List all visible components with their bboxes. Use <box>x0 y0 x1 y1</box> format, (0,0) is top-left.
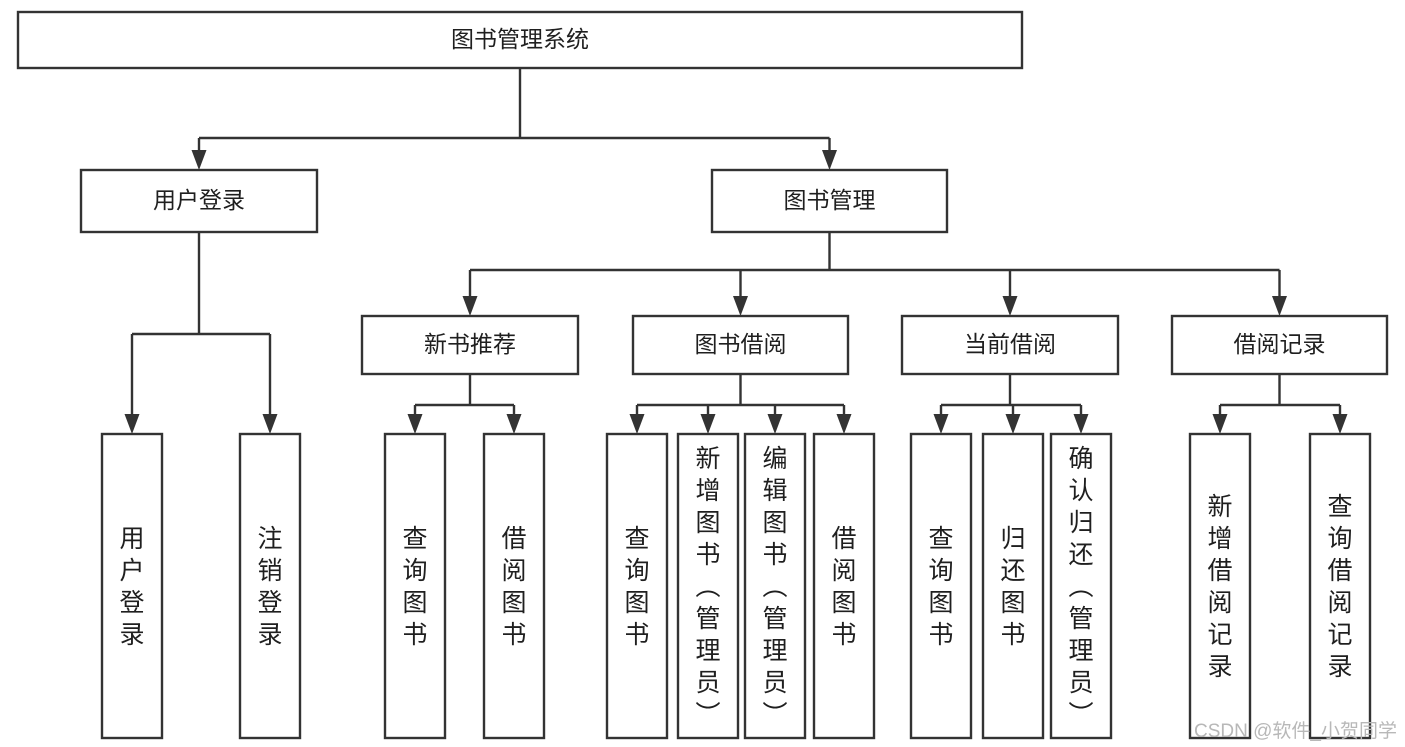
node-label: 借阅记录 <box>1234 331 1326 357</box>
node-label: 查询借阅记录 <box>1327 493 1352 681</box>
node-label: 用户登录 <box>153 187 245 213</box>
node-user-login[interactable]: 用户登录 <box>79 168 319 234</box>
arrow-head-icon <box>1212 414 1228 434</box>
arrow-head-icon <box>700 414 716 434</box>
node-label: 确认归还︵管理员︶ <box>1068 445 1093 729</box>
node-leaf-borrow-book-2[interactable]: 借阅图书 <box>812 432 876 740</box>
node-box <box>1308 432 1372 740</box>
node-leaf-confirm-return[interactable]: 确认归还︵管理员︶ <box>1049 432 1113 740</box>
node-box <box>16 10 1024 70</box>
node-box <box>676 432 740 740</box>
connector-borrow_record <box>1212 374 1348 434</box>
node-leaf-query-book-2[interactable]: 查询图书 <box>605 432 669 740</box>
node-leaf-query-book-1[interactable]: 查询图书 <box>383 432 447 740</box>
node-label: 当前借阅 <box>964 331 1056 357</box>
node-book-borrow[interactable]: 图书借阅 <box>631 314 850 376</box>
node-leaf-borrow-book-1[interactable]: 借阅图书 <box>482 432 546 740</box>
arrow-head-icon <box>407 414 423 434</box>
node-box <box>1188 432 1252 740</box>
arrow-head-icon <box>733 296 748 316</box>
watermark-text: CSDN @软件_小贺同学 <box>1194 721 1397 742</box>
arrow-head-icon <box>836 414 852 434</box>
arrow-head-icon <box>191 150 207 170</box>
node-label: 查询图书 <box>624 525 649 649</box>
arrow-head-icon <box>1332 414 1348 434</box>
arrow-head-icon <box>506 414 522 434</box>
node-leaf-logout[interactable]: 注销登录 <box>238 432 302 740</box>
arrow-head-icon <box>1073 414 1089 434</box>
node-label: 借阅图书 <box>501 525 526 649</box>
node-box <box>743 432 807 740</box>
arrow-head-icon <box>629 414 645 434</box>
arrow-head-icon <box>822 150 837 170</box>
connector-book_borrow <box>629 374 852 434</box>
node-box <box>238 432 302 740</box>
node-box <box>79 168 319 234</box>
node-box <box>100 432 164 740</box>
arrow-head-icon <box>1002 296 1018 316</box>
node-label: 图书借阅 <box>695 331 787 357</box>
node-box <box>1170 314 1389 376</box>
node-label: 图书管理 <box>784 187 876 213</box>
node-layer: 图书管理系统用户登录图书管理新书推荐图书借阅当前借阅借阅记录用户登录注销登录查询… <box>16 10 1389 740</box>
node-leaf-return-book[interactable]: 归还图书 <box>981 432 1045 740</box>
node-box <box>383 432 447 740</box>
node-label: 用户登录 <box>119 525 144 649</box>
node-book-manage[interactable]: 图书管理 <box>710 168 949 234</box>
node-leaf-add-book[interactable]: 新增图书︵管理员︶ <box>676 432 740 740</box>
node-box <box>909 432 973 740</box>
node-leaf-user-login[interactable]: 用户登录 <box>100 432 164 740</box>
node-label: 编辑图书︵管理员︶ <box>762 445 787 729</box>
node-label: 图书管理系统 <box>451 26 589 52</box>
arrow-head-icon <box>262 414 278 434</box>
node-leaf-edit-book[interactable]: 编辑图书︵管理员︶ <box>743 432 807 740</box>
connector-current_borrow <box>933 374 1089 434</box>
connector-new_book_rec <box>407 374 522 434</box>
node-borrow-record[interactable]: 借阅记录 <box>1170 314 1389 376</box>
connector-user_login <box>124 232 278 434</box>
node-label: 注销登录 <box>257 525 282 649</box>
node-label: 归还图书 <box>1000 525 1025 649</box>
connector-book_manage <box>462 232 1287 316</box>
node-leaf-add-record[interactable]: 新增借阅记录 <box>1188 432 1252 740</box>
node-label: 新增借阅记录 <box>1207 493 1232 681</box>
node-box <box>981 432 1045 740</box>
arrow-head-icon <box>933 414 949 434</box>
node-label: 查询图书 <box>402 525 427 649</box>
node-box <box>812 432 876 740</box>
arrow-head-icon <box>124 414 140 434</box>
arrow-head-icon <box>1272 296 1287 316</box>
node-current-borrow[interactable]: 当前借阅 <box>900 314 1120 376</box>
node-box <box>605 432 669 740</box>
node-box <box>631 314 850 376</box>
connector-root <box>191 68 837 170</box>
node-new-book-rec[interactable]: 新书推荐 <box>360 314 580 376</box>
node-box <box>360 314 580 376</box>
arrow-head-icon <box>767 414 783 434</box>
node-box <box>1049 432 1113 740</box>
node-label: 查询图书 <box>928 525 953 649</box>
node-box <box>710 168 949 234</box>
arrow-head-icon <box>462 296 478 316</box>
node-label: 借阅图书 <box>831 525 856 649</box>
connector-layer <box>124 68 1348 434</box>
node-box <box>482 432 546 740</box>
node-label: 新增图书︵管理员︶ <box>695 445 720 729</box>
node-label: 新书推荐 <box>424 331 516 357</box>
node-leaf-query-record[interactable]: 查询借阅记录 <box>1308 432 1372 740</box>
node-root[interactable]: 图书管理系统 <box>16 10 1024 70</box>
node-box <box>900 314 1120 376</box>
node-leaf-query-book-3[interactable]: 查询图书 <box>909 432 973 740</box>
arrow-head-icon <box>1005 414 1021 434</box>
